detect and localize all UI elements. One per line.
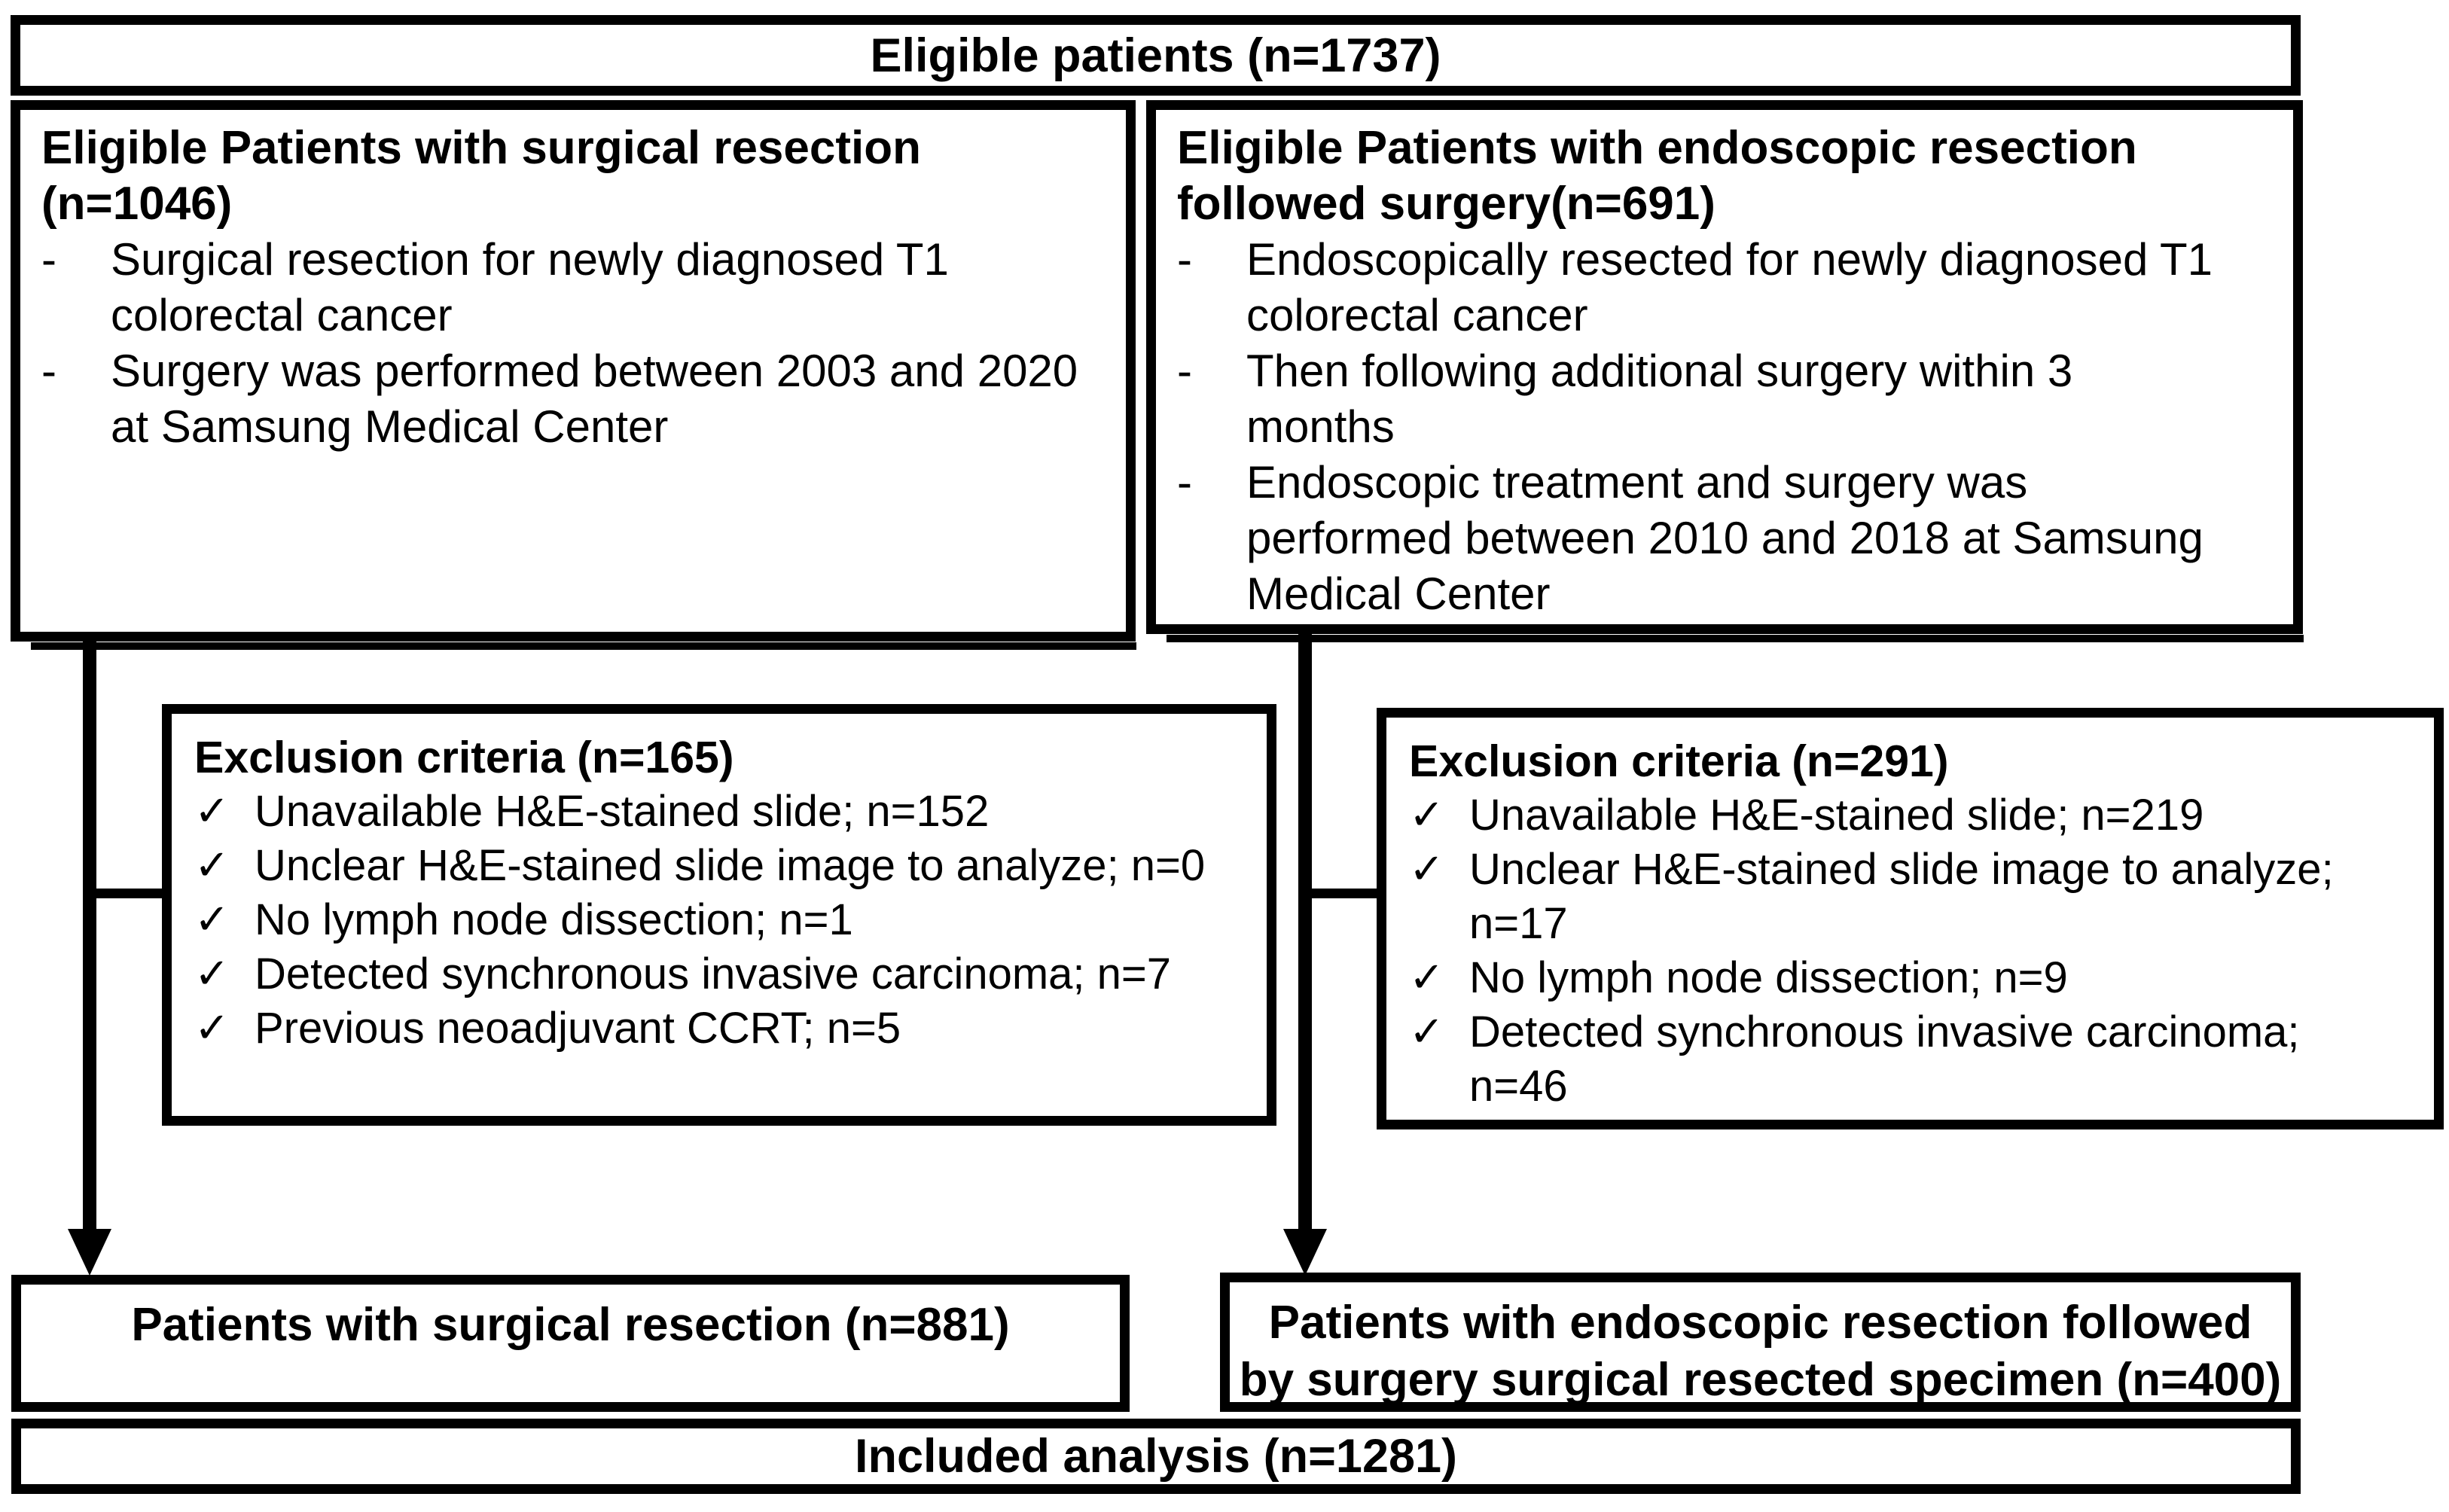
exclusion-line: Unavailable H&E-stained slide; n=219 bbox=[1469, 791, 2204, 840]
dash-bullet-icon: - bbox=[1177, 234, 1192, 285]
bullet-line: Medical Center bbox=[1246, 569, 1551, 619]
title-line: Eligible Patients with endoscopic resect… bbox=[1177, 122, 2137, 174]
endoscopic-eligibility-bullets: - Endoscopically resected for newly diag… bbox=[1177, 232, 2280, 622]
surgical-eligibility-box: Eligible Patients with surgical resectio… bbox=[11, 100, 1136, 650]
dash-bullet-icon: - bbox=[1177, 346, 1192, 396]
bullet-line: colorectal cancer bbox=[1246, 290, 1588, 340]
dash-bullet-icon: - bbox=[1177, 457, 1192, 508]
surgical-flow-arrowhead-icon bbox=[68, 1229, 111, 1276]
endoscopic-flow-arrowhead-icon bbox=[1283, 1229, 1327, 1276]
checkmark-icon: ✓ bbox=[194, 841, 230, 890]
endoscopic-exclusion-items: ✓ Unavailable H&E-stained slide; n=219 ✓… bbox=[1409, 788, 2425, 1114]
exclusion-item: ✓ Detected synchronous invasive carcinom… bbox=[1409, 1005, 2425, 1114]
exclusion-item: ✓ No lymph node dissection; n=9 bbox=[1409, 951, 2425, 1005]
exclusion-line: No lymph node dissection; n=9 bbox=[1469, 953, 2068, 1002]
checkmark-icon: ✓ bbox=[1409, 1007, 1444, 1056]
title-line: Eligible Patients with surgical resectio… bbox=[41, 122, 921, 174]
bullet-line: Surgical resection for newly diagnosed T… bbox=[111, 234, 949, 285]
exclusion-line: n=17 bbox=[1469, 899, 1568, 948]
endoscopic-eligibility-title: Eligible Patients with endoscopic resect… bbox=[1177, 120, 2280, 232]
endoscopic-exclusion-branch-line bbox=[1312, 889, 1377, 898]
dash-bullet-icon: - bbox=[41, 346, 56, 396]
eligible-patients-box: Eligible patients (n=1737) bbox=[11, 15, 2301, 96]
endoscopic-eligibility-box: Eligible Patients with endoscopic resect… bbox=[1146, 100, 2304, 642]
exclusion-item: ✓ Previous neoadjuvant CCRT; n=5 bbox=[194, 1001, 1258, 1056]
checkmark-icon: ✓ bbox=[1409, 791, 1444, 840]
included-analysis-box: Included analysis (n=1281) bbox=[11, 1419, 2301, 1494]
exclusion-item: ✓ No lymph node dissection; n=1 bbox=[194, 893, 1258, 947]
surgical-result-label: Patients with surgical resection (n=881) bbox=[21, 1297, 1120, 1354]
bullet-item: - Then following additional surgery with… bbox=[1177, 343, 2280, 455]
result-line: Patients with endoscopic resection follo… bbox=[1268, 1297, 2252, 1349]
surgical-result-box: Patients with surgical resection (n=881) bbox=[11, 1275, 1130, 1412]
exclusion-line: Detected synchronous invasive carcinoma;… bbox=[255, 950, 1172, 998]
exclusion-line: Detected synchronous invasive carcinoma; bbox=[1469, 1007, 2300, 1056]
endoscopic-exclusion-box: Exclusion criteria (n=291) ✓ Unavailable… bbox=[1377, 708, 2444, 1129]
checkmark-icon: ✓ bbox=[194, 950, 230, 998]
exclusion-line: Previous neoadjuvant CCRT; n=5 bbox=[255, 1004, 901, 1053]
exclusion-line: Unavailable H&E-stained slide; n=152 bbox=[255, 787, 990, 836]
bullet-line: months bbox=[1246, 401, 1395, 452]
bullet-line: at Samsung Medical Center bbox=[111, 401, 669, 452]
surgical-exclusion-items: ✓ Unavailable H&E-stained slide; n=152 ✓… bbox=[194, 785, 1258, 1056]
checkmark-icon: ✓ bbox=[1409, 953, 1444, 1002]
surgical-eligibility-bullets: - Surgical resection for newly diagnosed… bbox=[41, 232, 1112, 455]
result-line: Patients with surgical resection (n=881) bbox=[131, 1299, 1010, 1351]
checkmark-icon: ✓ bbox=[194, 787, 230, 836]
included-analysis-label: Included analysis (n=1281) bbox=[854, 1430, 1458, 1483]
endoscopic-exclusion-title: Exclusion criteria (n=291) bbox=[1409, 736, 1949, 786]
result-line: by surgery surgical resected specimen (n… bbox=[1239, 1354, 2282, 1406]
dash-bullet-icon: - bbox=[41, 234, 56, 285]
bullet-line: Endoscopically resected for newly diagno… bbox=[1246, 234, 2213, 285]
bullet-item: - Surgery was performed between 2003 and… bbox=[41, 343, 1112, 455]
exclusion-line: No lymph node dissection; n=1 bbox=[255, 895, 853, 944]
surgical-flow-arrow-line bbox=[83, 642, 96, 1229]
bullet-line: Surgery was performed between 2003 and 2… bbox=[111, 346, 1078, 396]
bullet-item: - Endoscopically resected for newly diag… bbox=[1177, 232, 2280, 343]
exclusion-item: ✓ Unclear H&E-stained slide image to ana… bbox=[1409, 843, 2425, 951]
surgical-exclusion-box: Exclusion criteria (n=165) ✓ Unavailable… bbox=[162, 704, 1276, 1126]
surgical-exclusion-title: Exclusion criteria (n=165) bbox=[194, 733, 734, 782]
bullet-line: colorectal cancer bbox=[111, 290, 453, 340]
exclusion-line: Unclear H&E-stained slide image to analy… bbox=[1469, 845, 2334, 894]
exclusion-item: ✓ Detected synchronous invasive carcinom… bbox=[194, 947, 1258, 1001]
title-line: (n=1046) bbox=[41, 178, 233, 230]
surgical-eligibility-title: Eligible Patients with surgical resectio… bbox=[41, 120, 1112, 232]
endoscopic-flow-arrow-line bbox=[1298, 634, 1312, 1229]
bullet-line: Endoscopic treatment and surgery was bbox=[1246, 457, 2028, 508]
endoscopic-result-label: Patients with endoscopic resection follo… bbox=[1230, 1294, 2291, 1409]
exclusion-item: ✓ Unavailable H&E-stained slide; n=152 bbox=[194, 785, 1258, 839]
title-line: followed surgery(n=691) bbox=[1177, 178, 1716, 230]
bullet-item: - Surgical resection for newly diagnosed… bbox=[41, 232, 1112, 343]
endoscopic-result-box: Patients with endoscopic resection follo… bbox=[1220, 1273, 2301, 1412]
checkmark-icon: ✓ bbox=[1409, 845, 1444, 894]
exclusion-item: ✓ Unclear H&E-stained slide image to ana… bbox=[194, 839, 1258, 893]
checkmark-icon: ✓ bbox=[194, 1004, 230, 1053]
eligible-patients-label: Eligible patients (n=1737) bbox=[870, 29, 1441, 82]
checkmark-icon: ✓ bbox=[194, 895, 230, 944]
exclusion-line: n=46 bbox=[1469, 1062, 1568, 1111]
bullet-line: performed between 2010 and 2018 at Samsu… bbox=[1246, 513, 2203, 563]
bullet-line: Then following additional surgery within… bbox=[1246, 346, 2073, 396]
exclusion-item: ✓ Unavailable H&E-stained slide; n=219 bbox=[1409, 788, 2425, 843]
surgical-exclusion-branch-line bbox=[96, 889, 163, 898]
exclusion-line: Unclear H&E-stained slide image to analy… bbox=[255, 841, 1206, 890]
